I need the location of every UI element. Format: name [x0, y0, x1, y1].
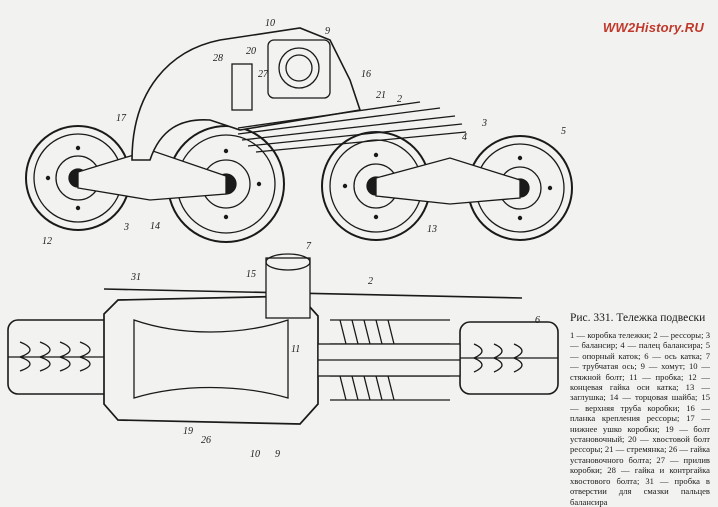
callout-3-right: 3: [481, 118, 487, 129]
callout-7: 7: [306, 241, 312, 252]
callout-14: 14: [150, 221, 160, 232]
callout-12: 12: [42, 236, 52, 247]
wheel-pair-right: [459, 321, 559, 395]
side-view: 10 9 20 28 27 16 21 2 17 3 4 5 12 3 14 1…: [25, 18, 573, 247]
figure-caption: Рис. 331. Тележка подвески 1 — коробка т…: [570, 312, 710, 507]
watermark: WW2History.RU: [602, 20, 704, 35]
callout-16: 16: [361, 69, 371, 80]
grease-rod: [103, 288, 523, 299]
callout-27: 27: [258, 69, 269, 80]
plan-view: 7 31 15 2 6 11 19 26 10 9: [7, 241, 559, 460]
callout-19: 19: [183, 426, 193, 437]
callout-2: 2: [397, 94, 402, 105]
suspension-bogie-drawing: 10 9 20 28 27 16 21 2 17 3 4 5 12 3 14 1…: [7, 18, 573, 460]
callout-13: 13: [427, 224, 437, 235]
callout-31: 31: [130, 272, 141, 283]
callout-28: 28: [213, 53, 223, 64]
callout-20: 20: [246, 46, 256, 57]
callout-4: 4: [462, 132, 467, 143]
callout-21: 21: [376, 90, 386, 101]
callout-17: 17: [116, 113, 127, 124]
callout-10-plan: 10: [250, 449, 260, 460]
plan-view-callouts: 7 31 15 2 6 11 19 26 10 9: [130, 241, 540, 460]
side-view-callouts: 10 9 20 28 27 16 21 2 17 3 4 5 12 3 14 1…: [42, 18, 566, 247]
callout-6: 6: [535, 315, 540, 326]
callout-11: 11: [291, 344, 300, 355]
caption-legend: 1 — коробка тележки; 2 — рессоры; 3 — ба…: [570, 330, 710, 507]
tail-bolt: [231, 63, 253, 111]
balancer-right: [375, 157, 521, 205]
callout-3-left: 3: [123, 222, 129, 233]
callout-5: 5: [561, 126, 566, 137]
callout-9-plan: 9: [275, 449, 280, 460]
callout-15: 15: [246, 269, 256, 280]
callout-10: 10: [265, 18, 275, 29]
leaf-spring: [237, 101, 467, 153]
callout-2-plan: 2: [368, 276, 373, 287]
caption-title: Рис. 331. Тележка подвески: [570, 312, 706, 324]
callout-9: 9: [325, 26, 330, 37]
callout-26: 26: [201, 435, 211, 446]
balancer-left: [77, 149, 227, 201]
upper-tube: [265, 253, 311, 319]
clamp: [267, 39, 331, 99]
